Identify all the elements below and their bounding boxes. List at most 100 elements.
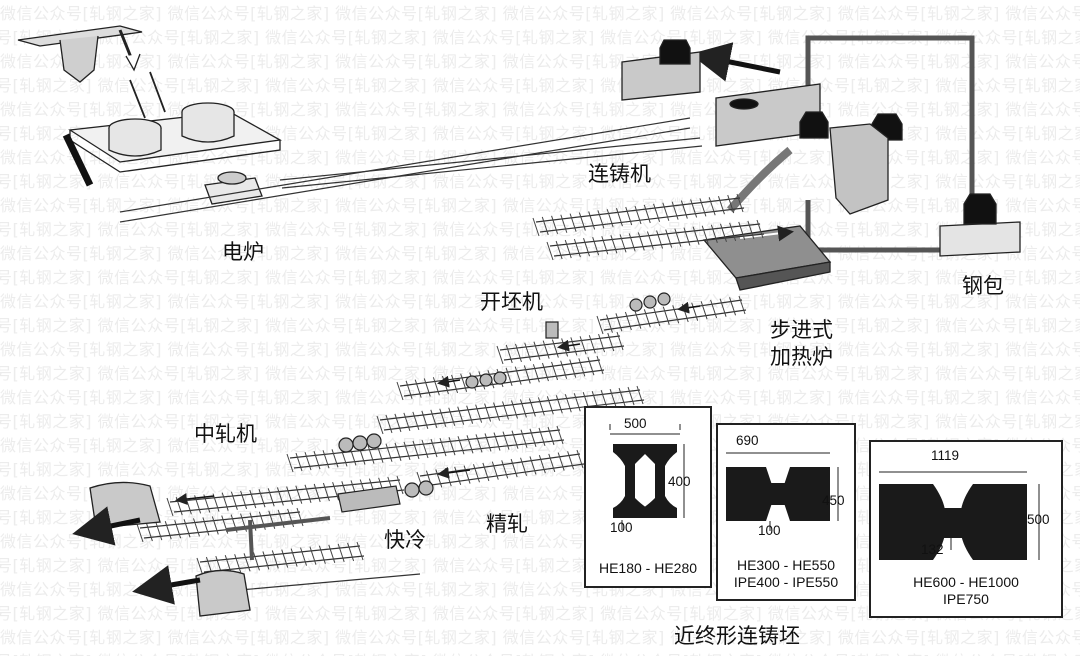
roller: [538, 427, 546, 447]
roller: [300, 547, 308, 566]
roller: [628, 233, 636, 252]
roller: [606, 209, 614, 228]
roller: [484, 403, 492, 422]
roller: [460, 373, 468, 392]
walking-beam-furnace-drawing: [702, 225, 832, 291]
roller: [491, 461, 499, 480]
roller: [717, 196, 725, 215]
label-continuous-caster: 连铸机: [588, 162, 651, 186]
roller: [653, 203, 661, 222]
roller: [736, 193, 744, 213]
roller: [290, 548, 298, 567]
roller: [267, 488, 275, 507]
roller: [192, 518, 200, 537]
profile-shape-medium: [726, 452, 839, 531]
roller: [414, 379, 422, 398]
profile-large-caption-line-1: HE600 - HE1000: [913, 574, 1019, 590]
profile-small-width: 500: [624, 416, 647, 431]
roller: [680, 200, 688, 219]
roller: [662, 306, 670, 325]
roller: [183, 519, 191, 538]
roller: [234, 554, 242, 573]
profile-large-width: 1119: [931, 448, 960, 463]
cooling-beds: [89, 481, 331, 617]
roller: [625, 206, 633, 226]
profile-medium-web: 100: [758, 523, 781, 538]
roller: [619, 234, 627, 253]
roller: [523, 365, 531, 384]
roller: [514, 366, 522, 385]
roller: [475, 434, 483, 453]
profile-medium-caption-line-2: IPE400 - IPE550: [733, 574, 839, 590]
roller: [463, 465, 471, 484]
profile-small-web: 100: [610, 520, 633, 535]
roller: [439, 437, 447, 457]
roller: [376, 444, 384, 463]
roller: [243, 553, 251, 572]
roller: [583, 238, 590, 257]
roller: [394, 413, 402, 433]
roller: [221, 492, 229, 511]
roller: [304, 484, 312, 503]
roller: [671, 201, 679, 220]
roller: [646, 231, 654, 250]
roller: [729, 222, 737, 242]
roller: [155, 521, 163, 541]
roller: [396, 381, 404, 401]
roller: [615, 208, 623, 227]
watermark-row: 微信公众号[轧钢之家] 微信公众号[轧钢之家] 微信公众号[轧钢之家] 微信公众…: [0, 604, 1080, 623]
watermark-row: 微信公众号[轧钢之家] 微信公众号[轧钢之家] 微信公众号[轧钢之家] 微信公众…: [0, 388, 1080, 407]
profile-medium-width: 690: [736, 433, 759, 448]
roller: [337, 543, 345, 563]
roller: [304, 451, 312, 471]
roller: [532, 364, 540, 383]
roller: [578, 212, 586, 231]
roller: [587, 357, 595, 376]
roller: [615, 313, 623, 332]
roller: [756, 219, 764, 239]
roller: [524, 342, 532, 361]
roller: [174, 520, 182, 539]
roller: [318, 545, 326, 564]
roller: [528, 398, 536, 417]
roller: [454, 466, 462, 485]
roller: [569, 359, 577, 378]
profile-box-small: 500 400 100 HE180 - HE280: [584, 406, 712, 588]
roller: [596, 355, 604, 375]
roller: [609, 388, 617, 408]
roller: [484, 433, 492, 452]
roller: [328, 544, 336, 563]
roller: [286, 486, 294, 505]
roller: [331, 449, 339, 468]
roller: [252, 552, 260, 571]
roller: [385, 443, 393, 462]
roller: [560, 214, 568, 233]
roller: [313, 451, 321, 470]
roller: [567, 451, 575, 470]
roller: [529, 456, 537, 475]
roller: [600, 389, 608, 409]
roller: [202, 517, 210, 536]
roller: [281, 549, 289, 568]
roller: [501, 460, 509, 479]
profile-large-caption: HE600 - HE1000 IPE750: [871, 574, 1061, 608]
roller: [421, 439, 429, 459]
roller: [601, 236, 609, 255]
watermark-row: 微信公众号[轧钢之家] 微信公众号[轧钢之家] 微信公众号[轧钢之家] 微信公众…: [0, 172, 1080, 191]
roller: [547, 426, 555, 446]
roller: [271, 550, 279, 569]
roller: [683, 227, 691, 246]
watermark-row: 微信公众号[轧钢之家] 微信公众号[轧钢之家] 微信公众号[轧钢之家] 微信公众…: [0, 628, 1080, 647]
roller: [164, 521, 172, 540]
roller: [551, 339, 559, 358]
roller: [738, 295, 746, 315]
watermark-row: 微信公众号[轧钢之家] 微信公众号[轧钢之家] 微信公众号[轧钢之家] 微信公众…: [0, 292, 1080, 311]
roller: [578, 358, 586, 377]
roller: [720, 223, 727, 242]
label-electric-furnace: 电炉: [222, 240, 264, 264]
roller: [665, 229, 673, 248]
label-walking-beam-furnace-2: 加热炉: [770, 345, 833, 369]
profile-shape-small: [609, 424, 685, 530]
roller: [556, 425, 564, 445]
